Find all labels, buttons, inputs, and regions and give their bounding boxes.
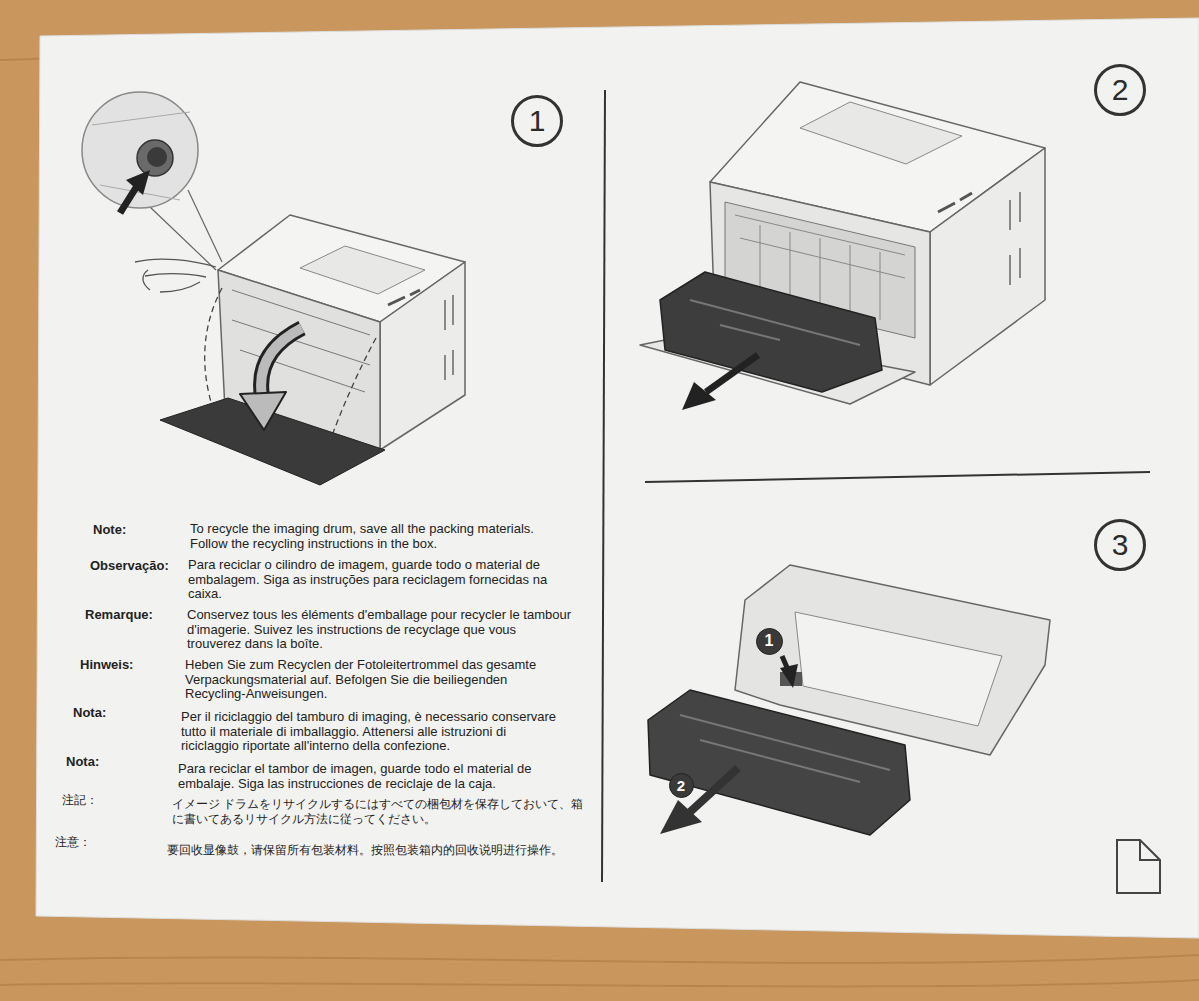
printer-side	[380, 262, 465, 450]
pull-arrow-head	[660, 800, 702, 834]
note-heading: Nota:	[73, 706, 173, 721]
note-text: Para reciclar el tambor de imagen, guard…	[178, 762, 563, 791]
page-icon	[1117, 840, 1160, 893]
release-button	[147, 147, 167, 167]
callout-number: 2	[669, 773, 694, 798]
drum-frame-window	[795, 612, 1002, 726]
pull-arrow	[690, 768, 738, 812]
step-number: 1	[511, 95, 563, 147]
callout-number-text: 1	[765, 633, 774, 649]
hand-sketch	[135, 259, 216, 292]
note-heading: Observação:	[90, 559, 188, 574]
cartridge-detail	[680, 715, 890, 782]
step2-illustration	[640, 82, 1045, 410]
cartridge-handle	[690, 300, 860, 345]
printer-side	[930, 148, 1045, 385]
note-text: Conservez tous les éléments d'emballage …	[187, 608, 572, 652]
step-number: 3	[1094, 519, 1146, 571]
note-text: Heben Sie zum Recyclen der Fotoleitertro…	[185, 658, 570, 702]
note-text: To recycle the imaging drum, save all th…	[190, 522, 575, 551]
printer-interior	[232, 290, 370, 392]
side-vents	[445, 295, 453, 380]
release-button	[137, 140, 173, 176]
open-arrow-head	[240, 392, 286, 430]
note-text: イメージ ドラムをリサイクルするにはすべての梱包材を保存しておいて、箱に書いてあ…	[172, 797, 584, 826]
note-heading: 注意：	[55, 835, 145, 850]
note-text: Per il riciclaggio del tamburo di imagin…	[181, 710, 566, 754]
note-heading: Hinweis:	[80, 658, 180, 673]
callout-number-text: 2	[677, 778, 685, 793]
control-panel	[388, 290, 420, 305]
step-number: 2	[1094, 64, 1146, 116]
note-text: Para reciclar o cilindro de imagem, guar…	[188, 558, 573, 602]
open-arrow	[261, 328, 302, 396]
side-vents	[1010, 192, 1020, 285]
toner-cartridge	[648, 690, 910, 835]
open-arrow	[261, 328, 302, 396]
callout-number: 1	[756, 628, 783, 655]
horizontal-divider	[645, 472, 1150, 482]
press-arrow-head	[126, 170, 150, 195]
note-heading: Remarque:	[85, 608, 185, 623]
step-number-text: 3	[1112, 530, 1129, 560]
output-tray	[300, 246, 425, 294]
paper-sheet	[36, 18, 1199, 938]
press-arrow	[120, 186, 137, 213]
vertical-divider	[602, 90, 605, 882]
output-tray	[800, 102, 962, 164]
step1-illustration	[82, 92, 465, 485]
note-text: 要回收显像鼓，请保留所有包装材料。按照包装箱内的回收说明进行操作。	[167, 843, 599, 858]
remove-arrow	[706, 355, 758, 392]
control-panel	[938, 193, 972, 212]
step-number-text: 1	[529, 106, 546, 136]
panel-detail	[92, 112, 190, 200]
note-heading: Note:	[93, 523, 188, 538]
magnifier-leader	[188, 190, 222, 262]
door-swing-path	[205, 288, 222, 412]
step-number-text: 2	[1112, 75, 1129, 105]
magnifier-circle	[82, 92, 198, 208]
note-heading: 注記：	[62, 793, 152, 808]
cartridge	[660, 272, 882, 392]
note-heading: Nota:	[66, 755, 166, 770]
press-arrow-head	[780, 664, 798, 688]
step3-illustration	[648, 565, 1050, 835]
remove-arrow-head	[682, 382, 716, 410]
